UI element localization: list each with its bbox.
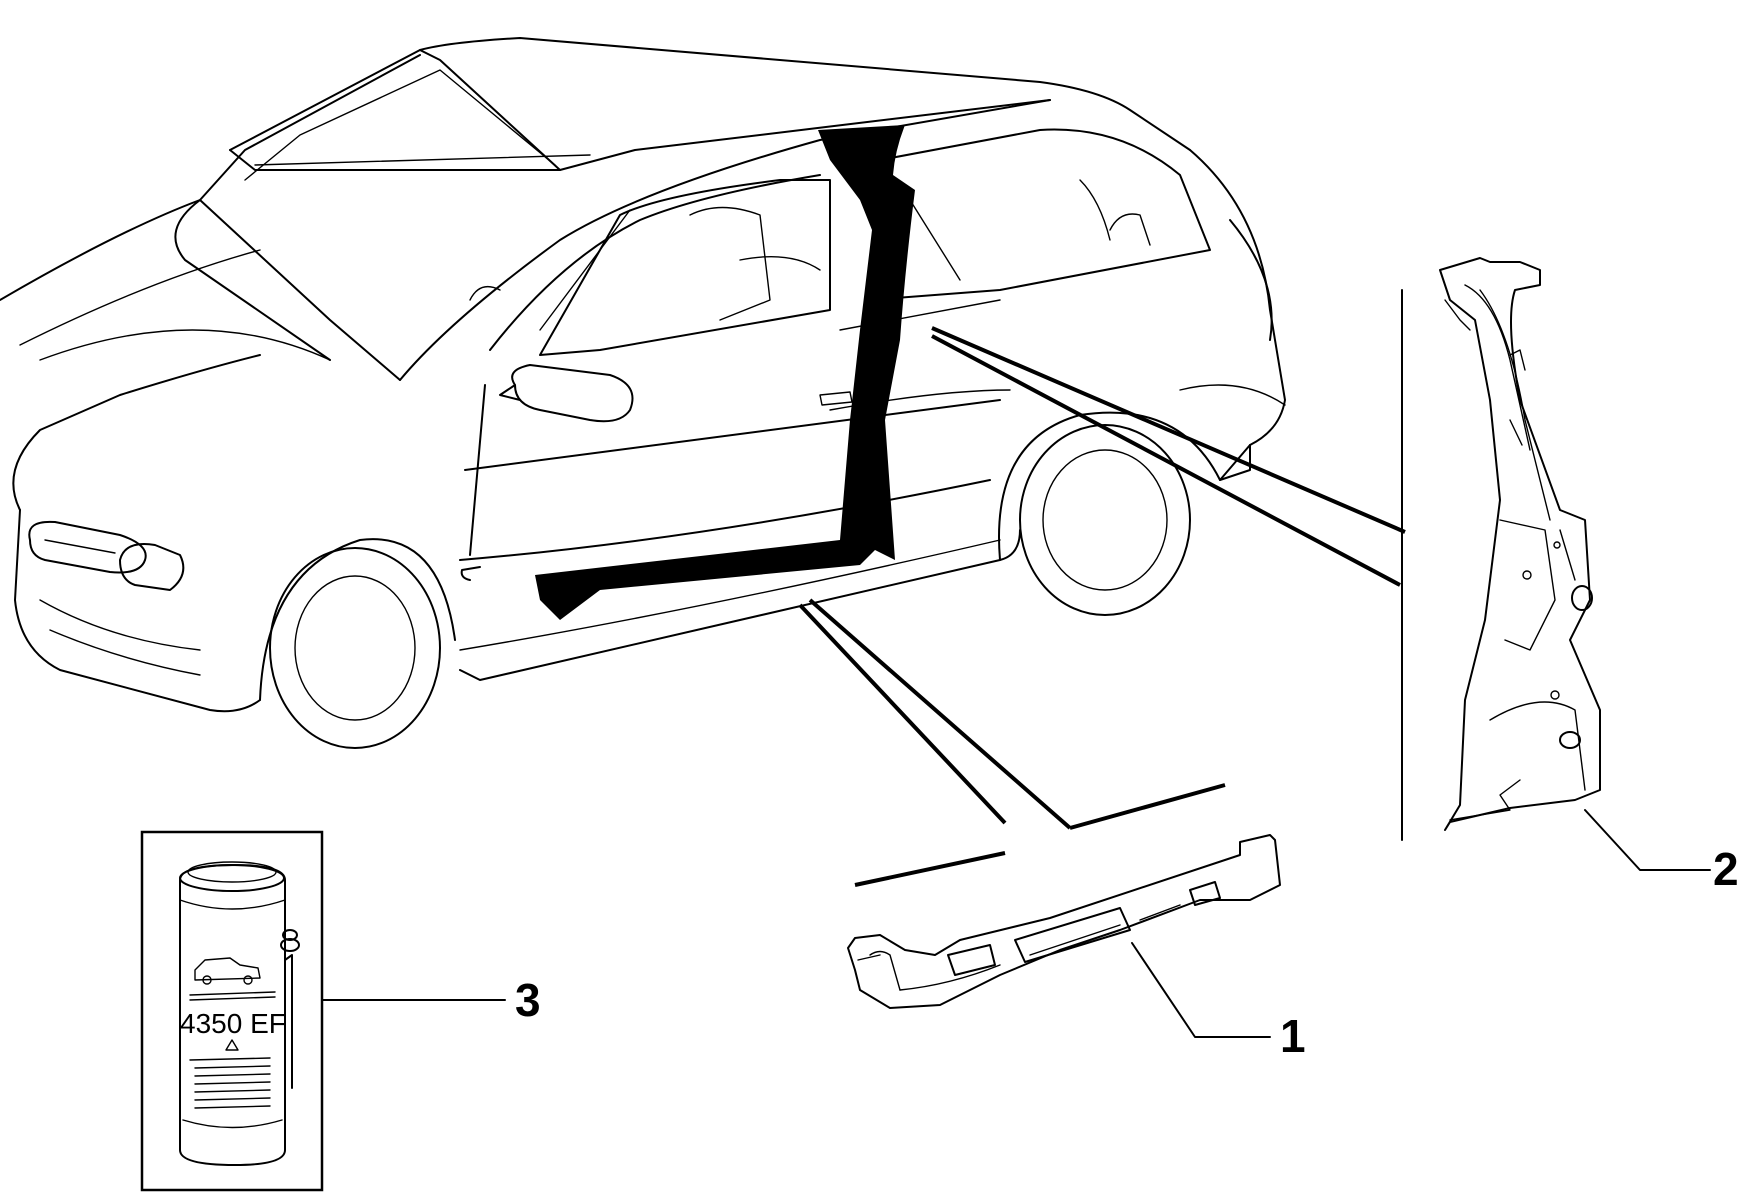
leader-lines	[798, 289, 1406, 887]
callout-1-leader	[1131, 942, 1271, 1038]
highlighted-b-pillar-and-sill	[535, 125, 915, 620]
callout-3-number: 3	[515, 974, 541, 1026]
can-frame	[140, 830, 324, 1192]
part-2-b-pillar	[1439, 257, 1601, 831]
part-3-sealant-can: 4350 EF	[140, 830, 324, 1192]
callout-2-leader	[1584, 809, 1711, 871]
callout-2-number: 2	[1713, 843, 1739, 895]
part-1-sill-panel	[847, 834, 1281, 1009]
can-label: 4350 EF	[180, 1008, 286, 1039]
callout-1-number: 1	[1280, 1010, 1306, 1062]
car-body	[0, 37, 1286, 749]
